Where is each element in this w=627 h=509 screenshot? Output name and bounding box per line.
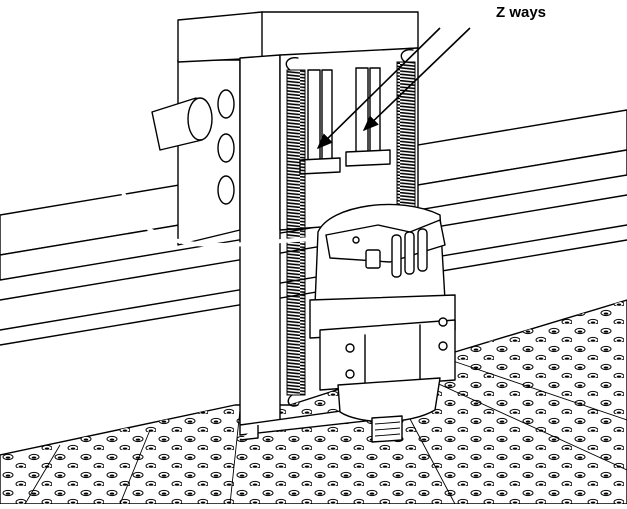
z-ways-label: Z ways (496, 4, 547, 21)
callout-arrow-icon (362, 27, 471, 132)
perforated-table (0, 299, 627, 505)
spindle-motor (309, 203, 456, 443)
callout-arrows (316, 27, 471, 150)
carriage-plate (177, 59, 241, 246)
callout-arrow-icon (316, 27, 441, 150)
